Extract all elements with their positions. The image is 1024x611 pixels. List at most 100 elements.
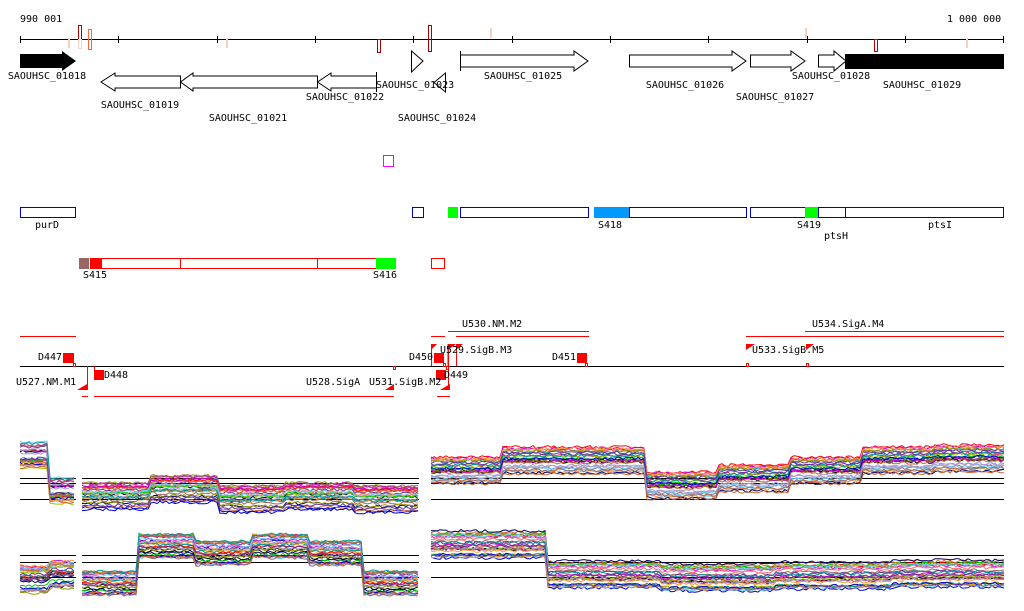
expression-profile-line <box>430 444 1005 476</box>
promoter-label[interactable]: D450 <box>409 352 434 363</box>
expression-profile-line <box>430 458 1005 490</box>
segment-box[interactable] <box>412 207 424 218</box>
expression-profile-line <box>430 543 1005 581</box>
gene-arrow[interactable] <box>411 49 424 74</box>
expression-profile-line <box>430 533 1005 571</box>
gene-label[interactable]: SAOUHSC_01023 <box>375 80 455 91</box>
expression-profile-line <box>19 441 75 481</box>
gene-arrow[interactable] <box>629 50 747 72</box>
gene-label[interactable]: SAOUHSC_01022 <box>305 92 385 103</box>
expression-profile-line <box>81 474 419 489</box>
operon-label: S416 <box>372 270 398 281</box>
gene-label[interactable]: SAOUHSC_01028 <box>791 71 871 82</box>
magenta-marker[interactable] <box>383 155 394 167</box>
segment-box[interactable] <box>317 258 377 269</box>
ruler-start-label: 990 001 <box>20 14 63 25</box>
expression-profile-line <box>19 561 75 571</box>
gene-label[interactable]: SAOUHSC_01026 <box>645 80 725 91</box>
gene-arrow[interactable] <box>179 72 318 92</box>
signal-box[interactable] <box>376 258 396 269</box>
signal-box[interactable] <box>448 207 458 218</box>
gene-arrow[interactable] <box>100 72 181 92</box>
promoter-label[interactable]: U528.SigA <box>306 377 361 388</box>
gene-label[interactable]: SAOUHSC_01021 <box>208 113 288 124</box>
gene-label[interactable]: SAOUHSC_01025 <box>483 71 563 82</box>
expression-profile-line <box>81 483 419 497</box>
gene-arrow[interactable] <box>460 50 589 72</box>
expression-profile-line <box>430 540 1005 578</box>
promoter-label[interactable]: D449 <box>444 370 469 381</box>
gene-label[interactable]: SAOUHSC_01018 <box>7 71 87 82</box>
expression-profile-line <box>430 536 1005 574</box>
expression-profile-line <box>430 451 1005 483</box>
signal-box[interactable] <box>79 258 89 269</box>
ruler <box>20 36 1004 43</box>
segment-box[interactable] <box>750 207 806 218</box>
gene-label[interactable]: SAOUHSC_01019 <box>100 100 180 111</box>
expression-profile-line <box>430 457 1005 488</box>
gene-arrow[interactable] <box>433 71 446 94</box>
segment-box[interactable] <box>818 207 846 218</box>
expression-profile-line <box>81 480 419 495</box>
expression-profile-line <box>19 448 75 486</box>
expression-profile-line <box>81 500 419 515</box>
operon-label: ptsI <box>927 220 953 231</box>
expression-profile-line <box>430 469 1005 501</box>
expression-profile-line <box>430 553 1005 591</box>
segment-box[interactable] <box>101 258 181 269</box>
expression-profile-line <box>430 461 1005 493</box>
signal-box[interactable] <box>594 207 630 218</box>
promoter-label[interactable]: U533.SigB.M5 <box>752 345 825 356</box>
gene-label[interactable]: SAOUHSC_01024 <box>397 113 477 124</box>
promoter-label[interactable]: D447 <box>38 352 63 363</box>
expression-profile-line <box>19 563 75 572</box>
signal-box[interactable] <box>805 207 818 218</box>
segment-box[interactable] <box>20 207 76 218</box>
operon-label: S419 <box>796 220 822 231</box>
expression-profile-line <box>430 454 1005 486</box>
expression-profile-line <box>81 477 419 492</box>
expression-profile-line <box>430 449 1005 481</box>
promoter-label[interactable]: D448 <box>104 370 129 381</box>
ruler-markers <box>68 25 968 53</box>
gene-arrow[interactable] <box>20 51 76 71</box>
ruler-end-label: 1 000 000 <box>947 14 1002 25</box>
gene-arrow[interactable] <box>818 49 847 73</box>
expression-plot <box>19 440 1005 597</box>
signal-box[interactable] <box>90 258 102 269</box>
promoter-label[interactable]: U527.NM.M1 <box>16 377 77 388</box>
operon-label: purD <box>34 220 60 231</box>
expression-profile-line <box>19 456 75 496</box>
segment-box[interactable] <box>845 207 1004 218</box>
expression-profile-line <box>430 540 1005 578</box>
promoter-label[interactable]: U534.SigA.M4 <box>812 319 885 330</box>
gene-label[interactable]: SAOUHSC_01029 <box>882 80 962 91</box>
expression-profile-line <box>430 534 1005 572</box>
expression-profile-line <box>81 488 419 503</box>
operon-label: S418 <box>597 220 623 231</box>
promoter-label[interactable]: U530.NM.M2 <box>462 319 523 330</box>
gene-arrow[interactable] <box>316 72 377 92</box>
gene-arrow[interactable] <box>750 50 806 72</box>
expression-profile-line <box>19 581 75 591</box>
promoter-label[interactable]: U529.SigB.M3 <box>440 345 513 356</box>
gene-label[interactable]: SAOUHSC_01027 <box>735 92 815 103</box>
expression-profile-line <box>81 488 419 503</box>
expression-profile-line <box>19 572 75 582</box>
expression-profile-line <box>430 548 1005 587</box>
operon-label: ptsH <box>823 231 849 242</box>
expression-profile-line <box>19 583 75 593</box>
segment-box[interactable] <box>460 207 589 218</box>
segment-box[interactable] <box>629 207 747 218</box>
segment-box[interactable] <box>431 258 445 269</box>
expression-profile-line <box>19 575 75 584</box>
promoter-label[interactable]: U531.SigB.M2 <box>369 377 442 388</box>
segment-box[interactable] <box>180 258 318 269</box>
expression-profile-line <box>81 532 419 574</box>
expression-profile-line <box>19 569 75 578</box>
expression-profile-line <box>19 586 74 595</box>
promoter-label[interactable]: D451 <box>552 352 577 363</box>
expression-profile-line <box>81 495 419 511</box>
gene-arrow[interactable] <box>845 54 1004 69</box>
